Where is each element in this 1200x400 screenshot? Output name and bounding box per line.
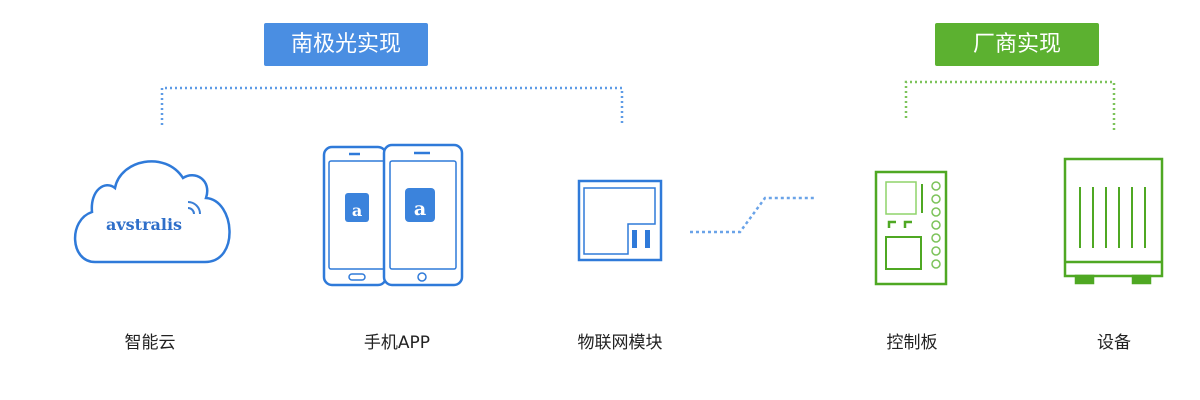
app-letter-right: a [414,198,426,220]
device-icon [1063,157,1164,285]
cloud-icon [73,160,231,264]
vendor-bracket [904,80,1116,130]
cloud-logo-text: avstralis [106,215,182,234]
module-to-board-connector [690,196,815,234]
wifi-icon [187,201,201,215]
app-letter-left: a [352,201,362,220]
caption-mobile-app: 手机APP [363,333,431,353]
app-icon-left [345,193,369,222]
iot-module-icon [577,179,663,262]
aurora-implementation-label: 南极光实现 [264,23,428,66]
aurora-bracket [160,86,624,125]
caption-device: 设备 [1097,333,1131,353]
caption-smart-cloud: 智能云 [124,333,176,353]
caption-iot-module: 物联网模块 [577,333,663,353]
control-board-icon [874,170,948,286]
vendor-implementation-label: 厂商实现 [935,23,1099,66]
app-icon-right [405,188,435,222]
caption-control-board: 控制板 [886,333,938,353]
